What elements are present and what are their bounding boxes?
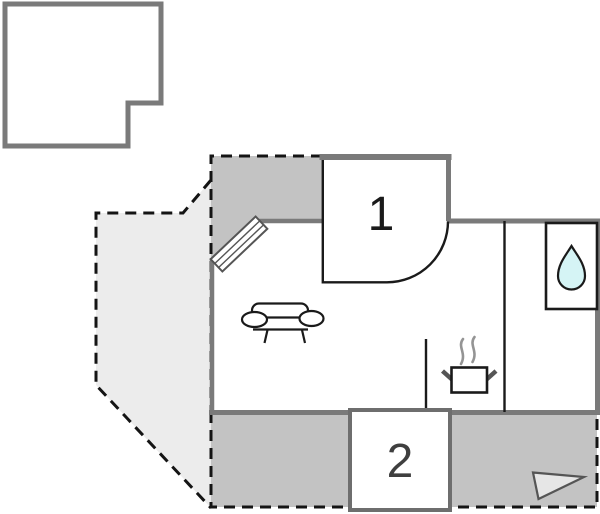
terrace-light-dashed-border <box>94 179 213 510</box>
room-1: 1 <box>319 154 452 284</box>
terrace-light-area <box>96 180 211 508</box>
terrace-top-dashed-border <box>209 154 322 412</box>
room-1-inner-walls <box>321 155 450 284</box>
door-icon <box>209 215 269 273</box>
steam-icon <box>459 335 476 366</box>
water-drop-icon <box>556 243 587 291</box>
direction-triangle-icon <box>531 471 589 501</box>
room-2-floor <box>348 408 452 512</box>
cooking-pot-icon <box>440 335 498 394</box>
room-1-label: 1 <box>368 188 395 241</box>
room-2-label: 2 <box>387 435 414 488</box>
shower-cabin <box>544 221 599 311</box>
room-2: 2 <box>348 408 452 512</box>
annex-building-outline <box>2 1 164 149</box>
room-1-floor <box>322 157 449 283</box>
sofa-icon <box>240 302 325 344</box>
